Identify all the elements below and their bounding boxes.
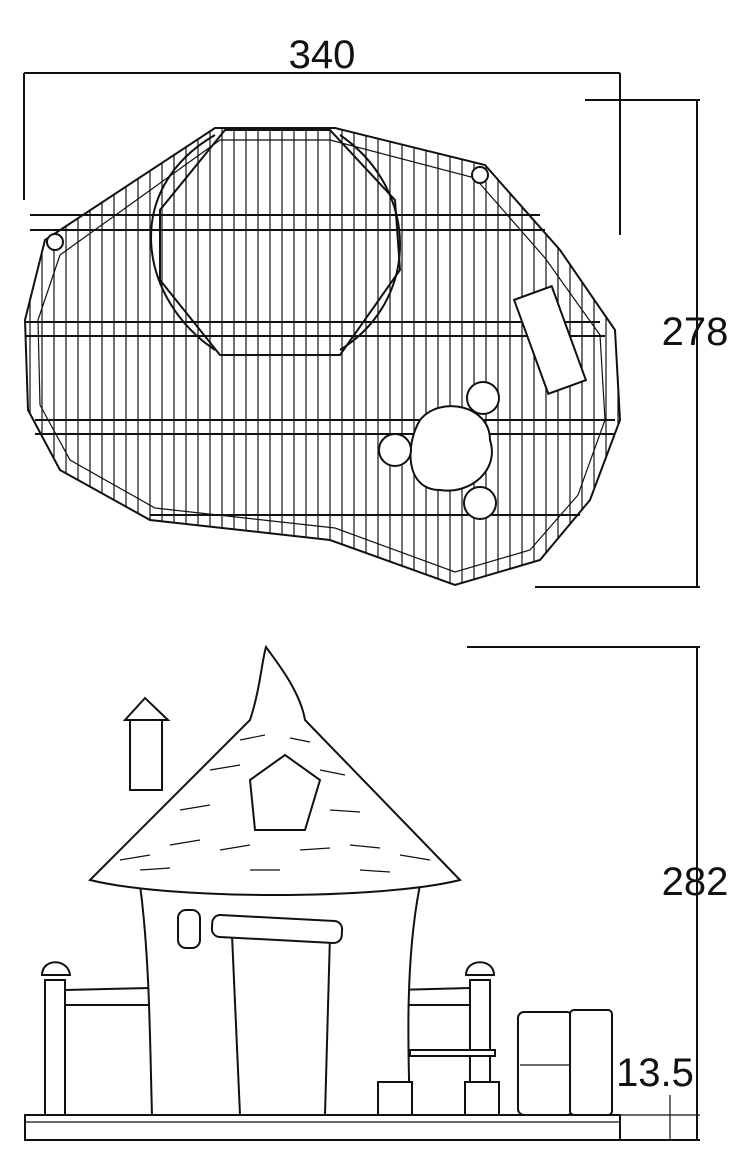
- elevation-height-dimension: 282: [467, 646, 729, 1141]
- lantern: [177, 909, 201, 949]
- post-left: [44, 979, 66, 1116]
- deck-height-dimension: 13.5: [615, 1051, 700, 1140]
- plan-depth-label: 278: [662, 310, 729, 354]
- plan-depth-dimension: 278: [535, 99, 729, 588]
- elevation-view: [24, 644, 621, 1141]
- door-branch: [210, 914, 344, 944]
- chimney: [129, 719, 163, 791]
- roof-window: [248, 753, 322, 831]
- elevation-height-label: 282: [662, 860, 729, 904]
- plan-view: [23, 127, 622, 587]
- bench-side: [517, 1011, 574, 1116]
- round-opening: [150, 134, 401, 351]
- doorway: [230, 934, 332, 1116]
- deck-height-label: 13.5: [616, 1051, 694, 1095]
- deck-outline: [23, 127, 622, 587]
- bench: [512, 284, 588, 396]
- deck: [24, 1114, 621, 1141]
- plan-width-label: 340: [289, 33, 356, 77]
- table-top: [409, 405, 493, 492]
